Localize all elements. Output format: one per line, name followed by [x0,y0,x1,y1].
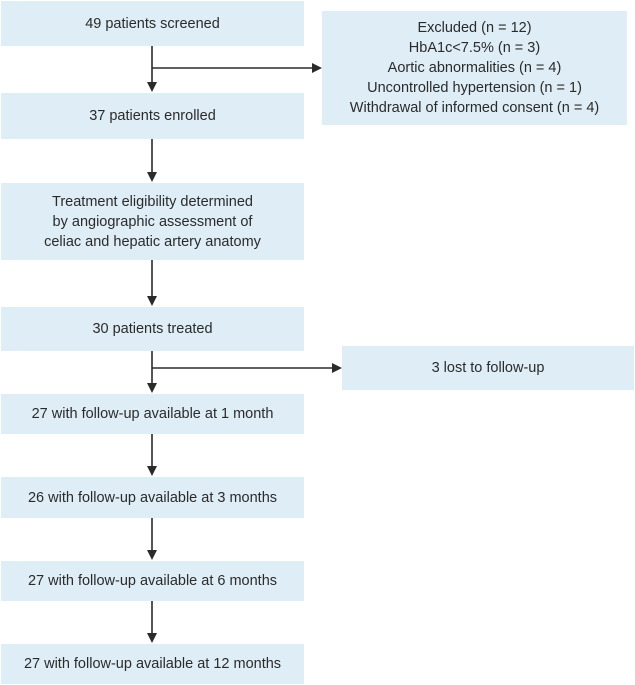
followup-3m-text: 26 with follow-up available at 3 months [27,489,278,506]
excluded-box: Excluded (n = 12) HbA1c<7.5% (n = 3) Aor… [322,11,627,125]
excluded-reason: Uncontrolled hypertension (n = 1) [367,80,582,96]
followup-6m-box: 27 with follow-up available at 6 months [1,561,304,601]
followup-3m-box: 26 with follow-up available at 3 months [1,477,304,518]
followup-1m-box: 27 with follow-up available at 1 month [1,394,304,434]
excluded-reason: HbA1c<7.5% (n = 3) [408,40,541,56]
treated-text: 30 patients treated [92,321,213,337]
eligibility-line-1: Treatment eligibility determined [52,193,253,210]
enrolled-box: 37 patients enrolled [1,93,304,139]
followup-1m-text: 27 with follow-up available at 1 month [31,406,274,422]
excluded-title: Excluded (n = 12) [417,20,532,36]
treated-box: 30 patients treated [1,307,304,351]
lost-text: 3 lost to follow-up [431,360,545,376]
excluded-reason: Aortic abnormalities (n = 4) [387,60,562,76]
eligibility-box: Treatment eligibility determined by angi… [1,183,304,260]
screened-box: 49 patients screened [1,1,304,46]
followup-12m-text: 27 with follow-up available at 12 months [23,656,282,672]
lost-box: 3 lost to follow-up [342,346,634,390]
eligibility-line-2: by angiographic assessment of [52,213,253,230]
excluded-reason: Withdrawal of informed consent (n = 4) [349,100,600,116]
followup-12m-box: 27 with follow-up available at 12 months [1,644,304,684]
eligibility-line-3: celiac and hepatic artery anatomy [44,233,261,250]
screened-text: 49 patients screened [85,15,220,32]
followup-6m-text: 27 with follow-up available at 6 months [27,573,278,589]
enrolled-text: 37 patients enrolled [89,108,216,124]
